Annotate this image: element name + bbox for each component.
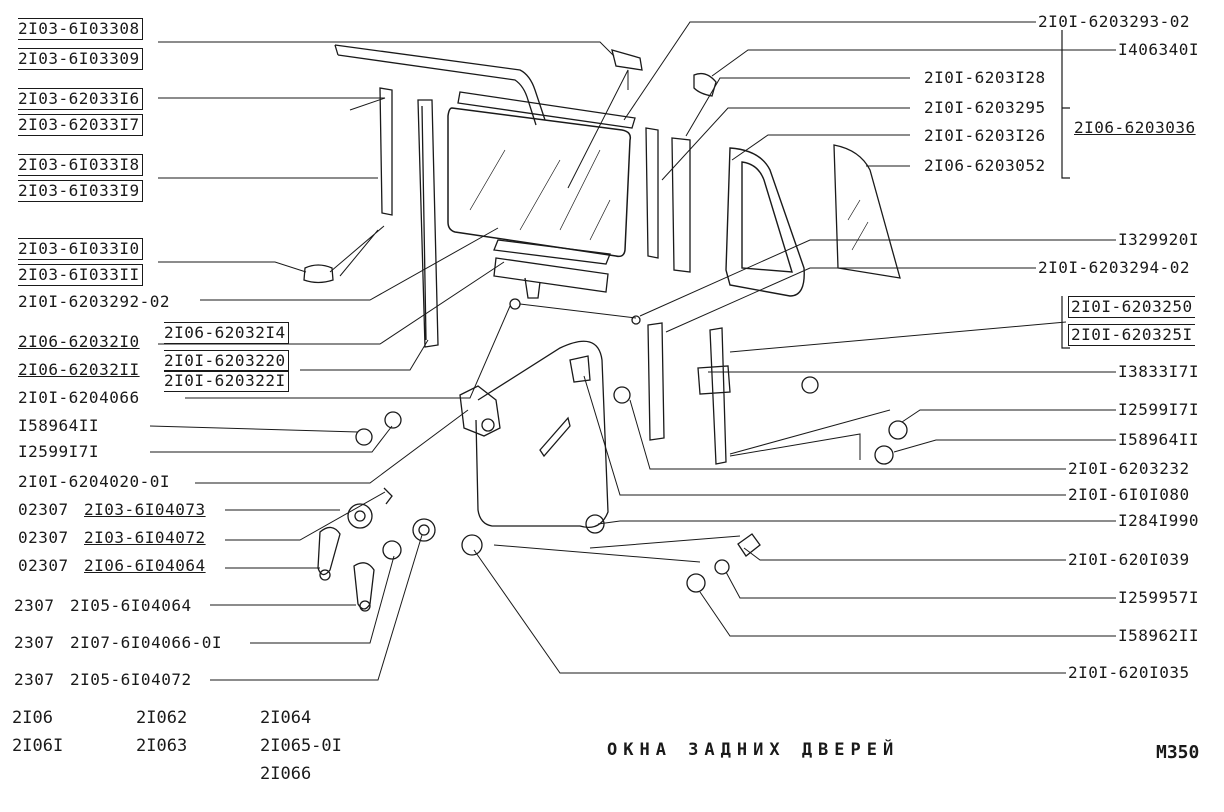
label-left-30: 2I05-6I04072: [70, 670, 192, 689]
model-label: 2I064: [260, 708, 312, 728]
glass-lower-channel: [493, 239, 611, 265]
label-left-11: 2I06-62032I4: [164, 322, 289, 344]
label-right-19: I259957I: [1118, 588, 1200, 607]
label-left-7: 2I03-6I033I0: [18, 238, 143, 260]
label-left-8: 2I03-6I033II: [18, 264, 143, 286]
label-left-28: 2I07-6I04066-0I: [70, 633, 222, 652]
label-left-21: 02307: [18, 528, 69, 547]
label-right-18: 2I0I-620I039: [1068, 550, 1190, 569]
front-guide-channel: [671, 137, 691, 273]
label-right-12: I3833I7I: [1118, 362, 1200, 381]
sheet-code: М350: [1156, 742, 1200, 763]
label-right-6: 2I06-6203036: [1074, 118, 1196, 137]
label-right-13: I2599I7I: [1118, 400, 1200, 419]
label-right-9: 2I0I-6203294-02: [1038, 258, 1190, 277]
door-glass: [447, 107, 632, 258]
label-left-2: 2I03-6I03309: [18, 48, 143, 70]
lower-channel: [647, 322, 665, 441]
label-left-1: 2I03-6I03308: [18, 18, 143, 40]
model-label: 2I06I: [12, 736, 64, 756]
window-crank-handle-b: [353, 562, 375, 610]
label-right-20: I58962II: [1118, 626, 1200, 645]
label-right-8: I329920I: [1118, 230, 1200, 249]
label-left-17: I2599I7I: [18, 442, 100, 461]
window-regulator: [459, 385, 501, 437]
label-right-16: 2I0I-6I0I080: [1068, 485, 1190, 504]
guide-clip-lower: [303, 264, 334, 284]
sheet-title: ОКНА ЗАДНИХ ДВЕРЕЙ: [607, 740, 900, 760]
model-label: 2I065-0I: [260, 736, 342, 756]
label-right-14: I58964II: [1118, 430, 1200, 449]
label-left-12: 2I06-62032II: [18, 360, 140, 379]
label-left-29: 2307: [14, 670, 55, 689]
label-right-21: 2I0I-620I035: [1068, 663, 1190, 682]
label-left-20: 2I03-6I04073: [84, 500, 206, 519]
label-left-5: 2I03-6I033I8: [18, 154, 143, 176]
regulator-guide-bracket: [697, 327, 731, 465]
leader-lines-left: [149, 41, 615, 681]
rear-guide-channel: [417, 99, 439, 348]
run-channel-top: [334, 44, 546, 126]
rear-guide-seal: [379, 87, 393, 216]
model-label: 2I066: [260, 764, 312, 784]
label-left-18: 2I0I-6204020-0I: [18, 472, 170, 491]
model-label: 2I062: [136, 708, 188, 728]
label-left-16: I58964II: [18, 416, 100, 435]
label-left-6: 2I03-6I033I9: [18, 180, 143, 202]
vent-window-glass: [833, 144, 901, 279]
label-left-23: 02307: [18, 556, 69, 575]
label-left-3: 2I03-62033I6: [18, 88, 143, 110]
label-left-25: 2307: [14, 596, 55, 615]
label-left-14: 2I0I-620322I: [164, 370, 289, 392]
label-right-17: I284I990: [1118, 511, 1200, 530]
upper-glass-seal: [457, 91, 636, 129]
label-right-1: 2I0I-6203293-02: [1038, 12, 1190, 31]
model-label: 2I063: [136, 736, 188, 756]
leader-lines-right: [473, 21, 1116, 674]
label-left-13: 2I0I-6203220: [164, 350, 289, 372]
label-right-3: 2I0I-6203I28: [924, 68, 1046, 87]
label-left-27: 2307: [14, 633, 55, 652]
label-right-11: 2I0I-620325I: [1068, 324, 1195, 346]
label-left-10: 2I06-62032I0: [18, 332, 140, 351]
guide-clip-upper: [611, 49, 643, 71]
label-left-26: 2I05-6I04064: [70, 596, 192, 615]
label-right-4: 2I0I-6203295: [924, 98, 1046, 117]
label-right-5: 2I0I-6203I26: [924, 126, 1046, 145]
label-left-9: 2I0I-6203292-02: [18, 292, 170, 311]
vent-window-frame: [725, 147, 805, 297]
label-right-10: 2I0I-6203250: [1068, 296, 1195, 318]
model-label: 2I06: [12, 708, 53, 728]
label-left-4: 2I03-62033I7: [18, 114, 143, 136]
label-left-22: 2I03-6I04072: [84, 528, 206, 547]
label-left-15: 2I0I-6204066: [18, 388, 140, 407]
label-right-2: I406340I: [1118, 40, 1200, 59]
label-left-19: 02307: [18, 500, 69, 519]
front-guide-seal: [645, 127, 659, 259]
label-right-15: 2I0I-6203232: [1068, 459, 1190, 478]
window-crank-handle-a: [317, 526, 341, 576]
label-left-24: 2I06-6I04064: [84, 556, 206, 575]
label-right-7: 2I06-6203052: [924, 156, 1046, 175]
glass-holder-channel: [493, 257, 609, 293]
